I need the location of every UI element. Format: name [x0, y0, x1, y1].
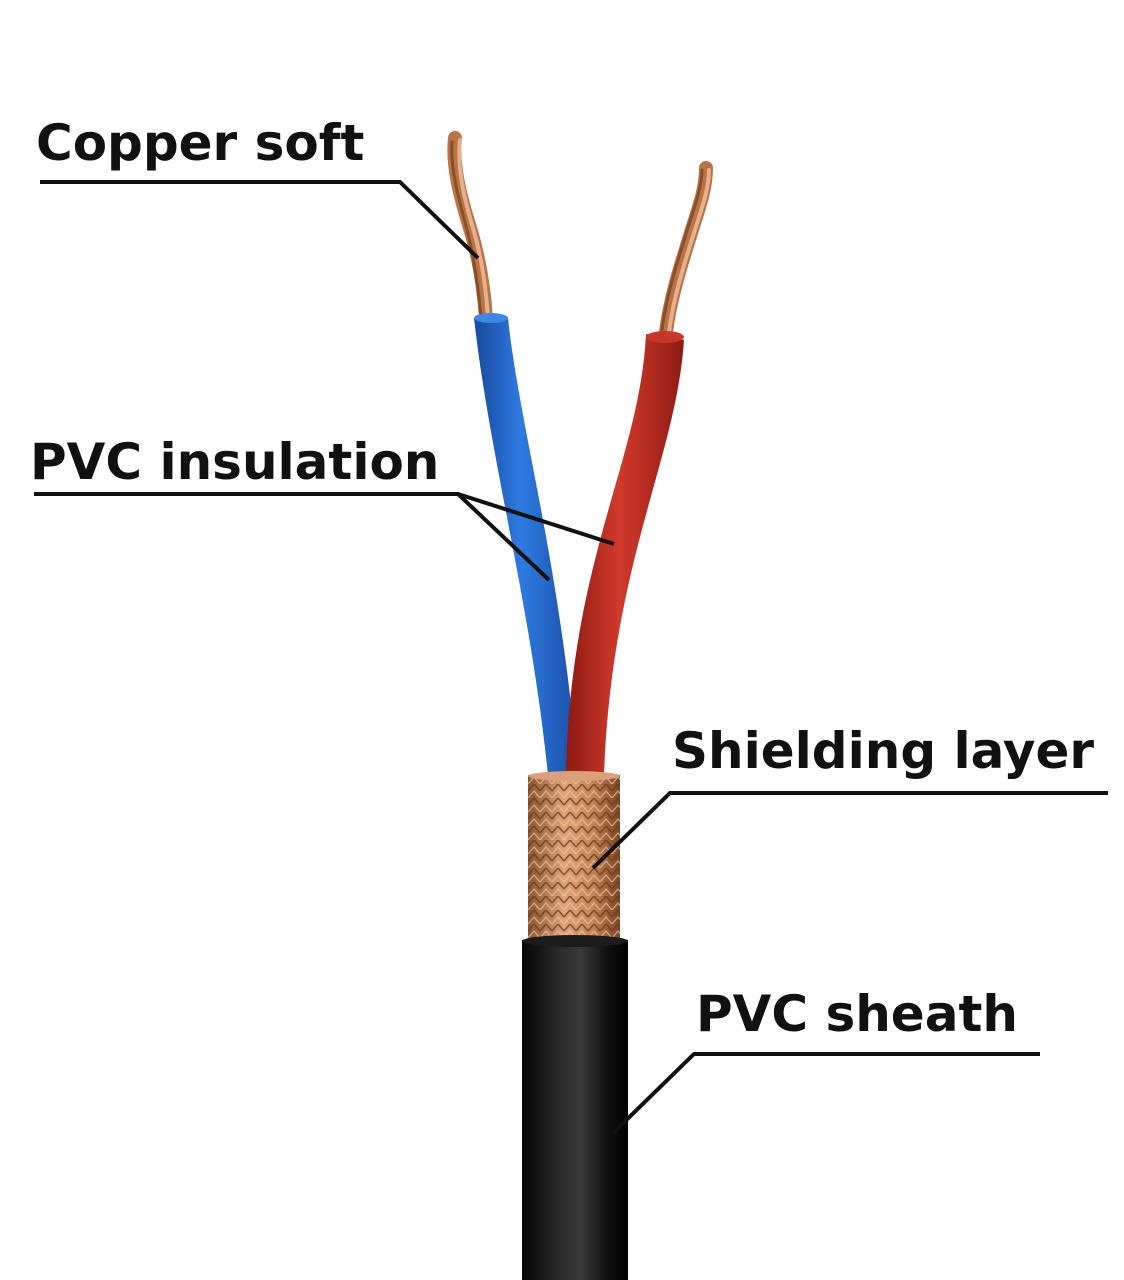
leader-line-copper — [40, 180, 480, 260]
red-insulated-conductor — [566, 334, 684, 775]
leader-line-insulation — [34, 492, 615, 582]
label-pvc-insulation: PVC insulation — [30, 433, 440, 491]
pvc-sheath-body — [522, 935, 628, 1280]
blue-insulated-conductor — [474, 318, 578, 775]
copper-strand-left — [447, 131, 493, 325]
leader-line-shielding — [591, 791, 1108, 870]
label-copper-soft: Copper soft — [36, 114, 365, 172]
label-pvc-sheath: PVC sheath — [696, 985, 1018, 1043]
copper-strand-right — [659, 161, 713, 339]
label-shielding-layer: Shielding layer — [672, 722, 1095, 780]
leader-line-sheath — [610, 1052, 1040, 1136]
red-conductor-end — [646, 331, 684, 343]
blue-conductor-end — [474, 313, 508, 323]
